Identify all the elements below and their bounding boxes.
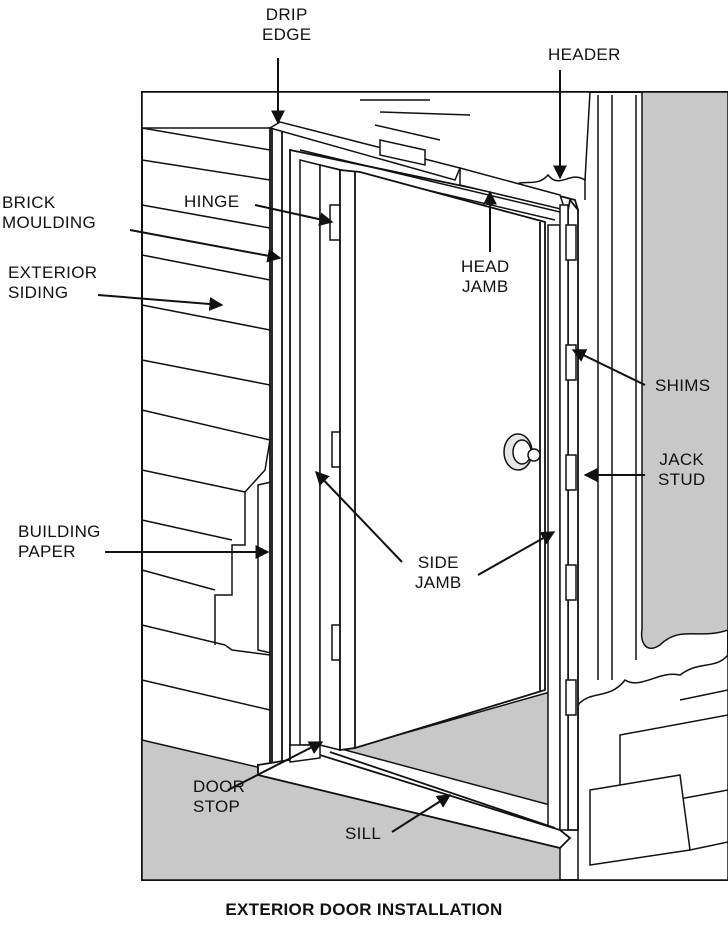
lower-right-siding [577,653,728,881]
label-jack-stud: JACK STUD [658,450,706,489]
arrow-sill [391,794,452,833]
leader-arrows [97,58,646,833]
diagram-caption: EXTERIOR DOOR INSTALLATION [225,900,503,919]
arrow-door-stop [227,741,324,791]
floor [141,691,561,881]
label-exterior-siding: EXTERIOR SIDING [8,263,98,302]
label-head-jamb: HEAD JAMB [461,257,510,296]
label-door-stop: DOOR STOP [193,777,246,816]
label-sill: SILL [345,824,382,843]
door-knob [503,433,541,471]
label-drip-edge: DRIP EDGE [262,5,312,44]
arrow-shims [571,349,646,386]
arrow-exterior-siding [97,294,224,311]
arrow-side-jamb-left [315,470,403,563]
label-shims: SHIMS [655,376,711,395]
side-jamb-left [299,159,351,751]
side-jamb-right [547,204,577,831]
label-hinge: HINGE [184,192,240,211]
arrow-hinge [254,204,334,227]
label-side-jamb: SIDE JAMB [415,553,462,592]
label-building-paper: BUILDING PAPER [18,522,101,561]
arrow-brick-moulding [129,229,282,263]
label-brick-moulding: BRICK MOULDING [2,193,97,232]
label-header: HEADER [548,45,621,64]
exterior-siding-boards [141,127,271,711]
arrow-side-jamb-right [477,531,556,576]
